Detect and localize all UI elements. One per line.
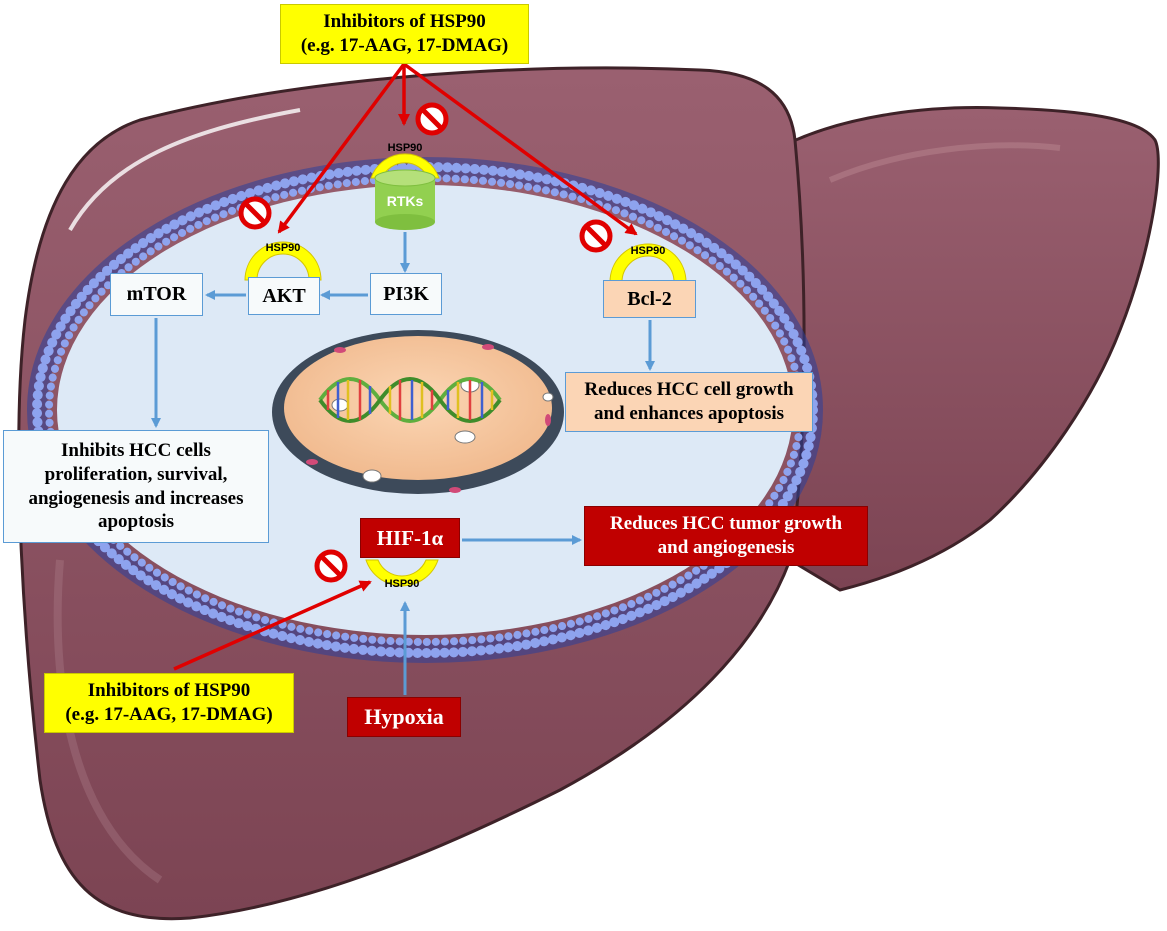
- pi3k-box: PI3K: [370, 273, 442, 315]
- hsp90-crescent-rtk: [370, 153, 440, 179]
- inhibitor-arrow-bcl2: [402, 62, 638, 236]
- bottom-inhibitor-box: Inhibitors of HSP90 (e.g. 17-AAG, 17-DMA…: [44, 673, 294, 733]
- top-inhibitor-box: Inhibitors of HSP90 (e.g. 17-AAG, 17-DMA…: [280, 4, 529, 64]
- mtor-effect-line4: apoptosis: [97, 511, 175, 533]
- hypoxia-box: Hypoxia: [347, 697, 461, 737]
- hsp90-crescent-hif: [365, 559, 439, 587]
- top-inhibitor-line1: Inhibitors of HSP90: [323, 11, 486, 33]
- no-sign-icon: [579, 219, 613, 253]
- liver-shade-lower: [53, 559, 163, 884]
- dna-helix-icon: [318, 377, 502, 423]
- mtor-effect-box: Inhibits HCC cells proliferation, surviv…: [3, 430, 269, 543]
- bcl2-effect-line1: Reduces HCC cell growth: [584, 379, 794, 401]
- mtor-effect-line3: angiogenesis and increases: [28, 487, 244, 509]
- hif-effect-box: Reduces HCC tumor growth and angiogenesi…: [584, 506, 868, 566]
- bcl2-box: Bcl-2: [603, 280, 696, 318]
- hsp90-label-hif: HSP90: [384, 578, 420, 590]
- bcl2-effect-box: Reduces HCC cell growth and enhances apo…: [565, 372, 813, 432]
- rtks-label: RTKs: [386, 193, 424, 209]
- no-sign-icon: [238, 196, 272, 230]
- bcl2-effect-line2: and enhances apoptosis: [593, 403, 785, 424]
- mtor-effect-line2: proliferation, survival,: [44, 463, 228, 485]
- no-sign-icon: [314, 549, 348, 583]
- top-inhibitor-line2: (e.g. 17-AAG, 17-DMAG): [300, 35, 509, 56]
- no-sign-icon: [415, 102, 449, 136]
- hsp90-label-akt: HSP90: [265, 242, 301, 254]
- inhibitor-arrow-hif: [173, 580, 372, 671]
- liver-highlight-right: [828, 142, 1061, 183]
- mtor-box: mTOR: [110, 273, 203, 316]
- hif1a-box: HIF-1α: [360, 518, 460, 558]
- liver-highlight-left: [68, 108, 301, 231]
- hsp90-crescent-akt: [244, 241, 322, 281]
- hif-effect-line1: Reduces HCC tumor growth: [609, 513, 843, 535]
- akt-box: AKT: [248, 277, 320, 315]
- hif-effect-line2: and angiogenesis: [657, 537, 795, 558]
- bottom-inhibitor-line1: Inhibitors of HSP90: [87, 680, 251, 702]
- inhibitor-arrow-akt: [277, 62, 406, 234]
- mtor-effect-line1: Inhibits HCC cells: [61, 440, 211, 461]
- bottom-inhibitor-line2: (e.g. 17-AAG, 17-DMAG): [65, 704, 273, 725]
- rtk-receptor-icon: [374, 169, 436, 230]
- hsp90-label-rtk: HSP90: [387, 142, 423, 154]
- hsp90-label-bcl2: HSP90: [630, 245, 666, 257]
- nucleus: [284, 336, 552, 480]
